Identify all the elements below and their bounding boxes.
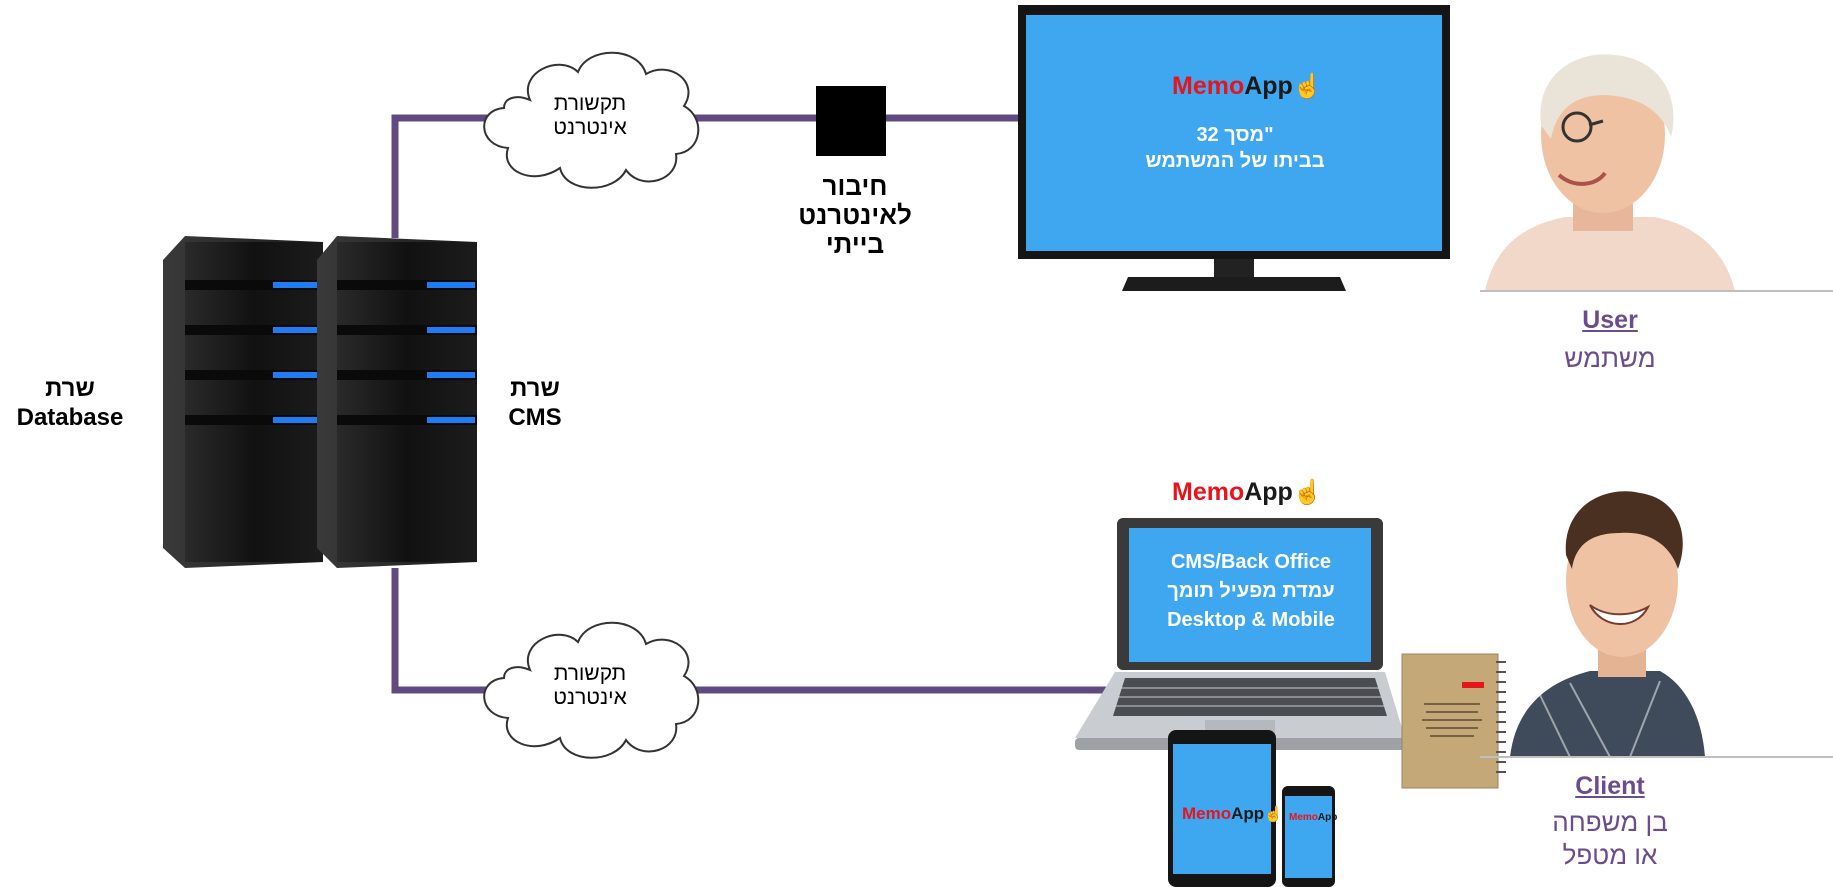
- hand-pointer-icon: ☝: [1292, 73, 1323, 100]
- cms-label-line2: CMS: [508, 404, 562, 431]
- client-title: Client: [1575, 772, 1645, 800]
- cloud-top-line2: אינטרנט: [553, 116, 627, 139]
- user-title: User: [1582, 306, 1638, 334]
- database-label-line1: שרת: [45, 375, 95, 402]
- cloud-icon-top: [483, 51, 700, 189]
- client-photo: [1510, 491, 1705, 757]
- user-subtitle: משתמש: [1564, 343, 1656, 373]
- laptop-text-line2: עמדת מפעיל תומך: [1167, 580, 1335, 602]
- bottom-connection-line: [391, 568, 1110, 694]
- top-connection-line: [391, 114, 1022, 238]
- user-photo: [1485, 54, 1735, 291]
- laptop-text-line3: Desktop & Mobile: [1167, 609, 1335, 631]
- router-label-line3: בייתי: [825, 229, 885, 259]
- tv-icon: [1018, 5, 1450, 291]
- cloud-icon-bottom: [483, 621, 700, 759]
- hand-pointer-icon: ☝: [1292, 479, 1323, 506]
- laptop-icon: [1075, 518, 1405, 750]
- tv-memoapp-logo: MemoApp☝: [1172, 72, 1323, 100]
- router-label-line1: חיבור: [822, 171, 888, 201]
- tablet-screen: [1173, 744, 1271, 874]
- hand-pointer-icon: ☝: [1264, 806, 1283, 823]
- database-label-line2: Database: [16, 404, 124, 431]
- phone-memoapp-logo: MemoApp: [1289, 812, 1338, 823]
- cms-server-icon: [317, 236, 477, 568]
- notebook-icon: [1401, 653, 1506, 789]
- phone-icon: [1282, 786, 1335, 887]
- laptop-memoapp-logo: MemoApp☝: [1172, 478, 1323, 506]
- cloud-bottom-label: תקשורת אינטרנט: [520, 662, 660, 710]
- database-server-icon: [163, 236, 323, 568]
- tablet-memoapp-logo: MemoApp☝: [1182, 804, 1283, 823]
- laptop-screen: [1129, 528, 1371, 662]
- client-divider: [1480, 756, 1833, 758]
- phone-screen: [1285, 796, 1332, 878]
- tv-screen: [1026, 15, 1442, 251]
- router-label-line2: לאינטרנט: [798, 200, 912, 230]
- cloud-top-line1: תקשורת: [553, 92, 627, 115]
- cloud-bottom-line2: אינטרנט: [553, 686, 627, 709]
- tv-text-line1: מסך 32": [1196, 124, 1274, 146]
- database-server-label: שרת Database: [0, 374, 140, 432]
- client-subtitle-line2: או מטפל: [1562, 840, 1658, 870]
- cms-label-line1: שרת: [510, 375, 560, 402]
- user-divider: [1480, 290, 1833, 292]
- laptop-screen-text: CMS/Back Office עמדת מפעיל תומך Desktop …: [1130, 548, 1372, 635]
- router-label: חיבור לאינטרנט בייתי: [780, 172, 930, 259]
- client-subtitle-line1: בן משפחה: [1552, 807, 1668, 837]
- laptop-text-line1: CMS/Back Office: [1170, 551, 1332, 573]
- client-subtitle: בן משפחה או מטפל: [1500, 806, 1720, 872]
- tablet-icon: [1168, 730, 1276, 887]
- cms-server-label: שרת CMS: [490, 374, 580, 432]
- tv-text-line2: בביתו של המשתמש: [1145, 150, 1325, 172]
- tv-screen-text: מסך 32" בביתו של המשתמש: [1080, 122, 1390, 174]
- router-icon: [816, 86, 886, 156]
- cloud-bottom-line1: תקשורת: [553, 662, 627, 685]
- cloud-top-label: תקשורת אינטרנט: [520, 92, 660, 140]
- server-rack-icon: [163, 236, 477, 568]
